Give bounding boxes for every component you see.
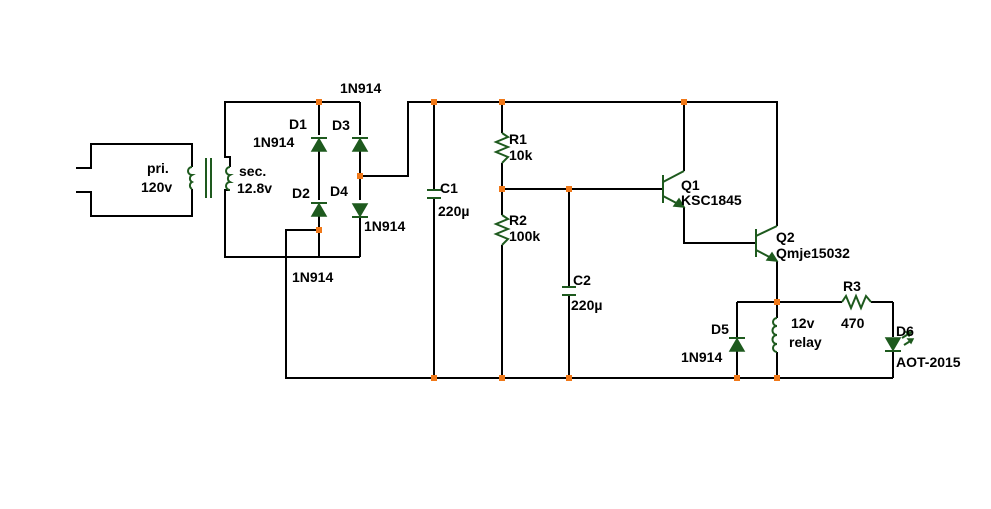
- d2-ref: D2: [292, 185, 310, 201]
- q1-part: KSC1845: [681, 192, 742, 208]
- r2-ref: R2: [509, 212, 527, 228]
- transformer-primary-voltage: 120v: [141, 179, 172, 195]
- diode-body: [728, 337, 746, 352]
- junction-dot: [316, 227, 322, 233]
- q2-emitter-arrow: [765, 251, 779, 262]
- wires: [76, 101, 894, 379]
- negative-bus: [285, 229, 893, 379]
- relay-label: relay: [789, 334, 822, 350]
- transformer-secondary-label: sec.: [239, 163, 266, 179]
- junction-dot: [357, 173, 363, 179]
- r3-ref: R3: [843, 278, 861, 294]
- capacitor-c1-symbol: [427, 189, 441, 199]
- c1-ref: C1: [440, 180, 458, 196]
- d5-part: 1N914: [681, 349, 722, 365]
- junction-dot: [431, 375, 437, 381]
- q2-part: Qmje15032: [776, 245, 850, 261]
- led-body: [884, 337, 902, 352]
- labels: pri. 120v sec. 12.8v 1N914 D1 1N914 D3 D…: [141, 80, 961, 370]
- resistor-r2-symbol: [493, 214, 511, 246]
- transformer-secondary-coil: [225, 166, 234, 191]
- diode-d2-symbol: [310, 202, 328, 217]
- d3-ref: D3: [332, 117, 350, 133]
- diode-d4-symbol: [351, 203, 369, 218]
- q1-emitter-to-q2-base: [683, 207, 756, 244]
- junction-dot: [681, 99, 687, 105]
- d4-ref: D4: [330, 183, 348, 199]
- bridge-top-part: 1N914: [340, 80, 381, 96]
- relay-coil-symbol: [771, 317, 778, 353]
- diode-body: [351, 203, 369, 218]
- diode-d1-symbol: [310, 137, 328, 152]
- junction-dot: [431, 99, 437, 105]
- q2-ref: Q2: [776, 229, 795, 245]
- diode-body: [310, 202, 328, 217]
- q1-ref: Q1: [681, 177, 700, 193]
- junction-dot: [499, 99, 505, 105]
- junction-dot: [566, 375, 572, 381]
- d1-ref: D1: [289, 116, 307, 132]
- d6-ref: D6: [896, 323, 914, 339]
- q1-emitter-arrow: [672, 197, 686, 208]
- input-lead-top: [76, 143, 193, 169]
- transistor-q2-symbol: [755, 225, 779, 262]
- c1-value: 220µ: [438, 203, 469, 219]
- secondary-lead-top: [224, 101, 319, 167]
- r1-value: 10k: [509, 147, 533, 163]
- led-d6-symbol: [884, 331, 915, 352]
- c2-value: 220µ: [571, 297, 602, 313]
- led-ray-arrow-1: [904, 331, 913, 338]
- d4-part: 1N914: [364, 218, 405, 234]
- positive-bus: [360, 101, 778, 226]
- transformer-secondary-voltage: 12.8v: [237, 180, 272, 196]
- diode-d3-symbol: [351, 137, 369, 152]
- junction-dot: [499, 186, 505, 192]
- junction-dot: [774, 299, 780, 305]
- resistor-r1-symbol: [493, 132, 511, 164]
- q2-collector-leg: [755, 225, 778, 237]
- d2-part: 1N914: [292, 269, 333, 285]
- q1-collector-leg: [662, 170, 685, 183]
- d1-part: 1N914: [253, 134, 294, 150]
- diode-d5-symbol: [728, 337, 746, 352]
- junction-dot: [734, 375, 740, 381]
- junction-dot: [566, 186, 572, 192]
- input-lead-bottom: [76, 189, 193, 217]
- relay-voltage: 12v: [791, 315, 815, 331]
- junction-dot: [499, 375, 505, 381]
- junction-dots: [316, 99, 780, 381]
- transformer-primary-label: pri.: [147, 160, 169, 176]
- resistor-r3-symbol: [841, 293, 872, 311]
- diode-body: [310, 137, 328, 152]
- junction-dot: [316, 99, 322, 105]
- junction-dot: [774, 375, 780, 381]
- transformer-symbol: [187, 158, 234, 198]
- d6-part: AOT-2015: [896, 354, 961, 370]
- r3-value: 470: [841, 315, 865, 331]
- led-ray-arrow-2: [906, 338, 915, 345]
- r1-ref: R1: [509, 131, 527, 147]
- transistor-q1-symbol: [662, 170, 686, 208]
- capacitor-c2-symbol: [562, 286, 576, 296]
- d5-ref: D5: [711, 321, 729, 337]
- c2-ref: C2: [573, 272, 591, 288]
- diode-body: [351, 137, 369, 152]
- r2-value: 100k: [509, 228, 540, 244]
- transformer-primary-coil: [187, 166, 196, 190]
